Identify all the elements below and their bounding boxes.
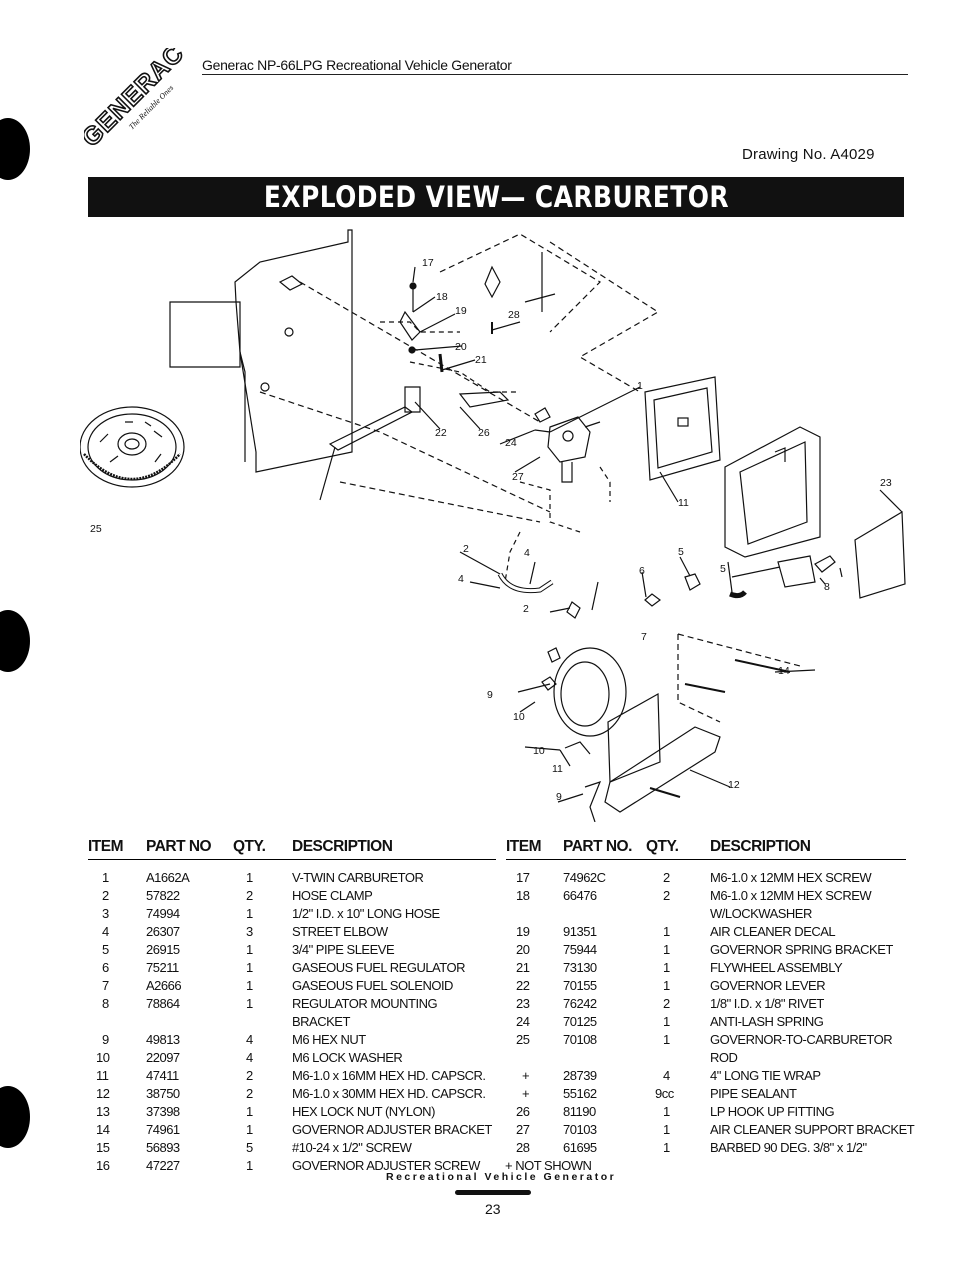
callout-10-upper: 10 — [513, 711, 525, 723]
generac-logo: GENERAC The Reliable Ones — [84, 48, 190, 153]
header-item: ITEM — [88, 838, 124, 855]
binder-hole — [0, 610, 30, 672]
callout-24: 28 — [508, 309, 520, 321]
callout-17: 21 — [475, 354, 487, 366]
callout-19: 23 — [880, 477, 892, 489]
governor-bracket — [328, 406, 414, 451]
engine-housing — [234, 229, 353, 473]
callout-22: 26 — [478, 427, 490, 439]
binder-hole — [0, 118, 30, 180]
section-banner: EXPLODED VIEW— CARBURETOR — [88, 177, 904, 217]
callout-3-lower: 4 — [458, 573, 464, 585]
callout-4-upper: 5 — [678, 546, 684, 558]
footer-bar — [455, 1190, 531, 1195]
header-description-right: DESCRIPTION — [710, 838, 811, 855]
callout-18: 22 — [435, 427, 447, 439]
page-number: 23 — [485, 1201, 501, 1217]
header-rule-left — [88, 859, 496, 860]
callout-4-lower: 5 — [720, 563, 726, 575]
exploded-view-diagram: 17 18 19 20 21 22 26 28 24 27 1 11 23 25… — [80, 229, 906, 822]
callout-3-upper: 4 — [524, 547, 530, 559]
header-qty: QTY. — [233, 838, 266, 855]
header-qty-right: QTY. — [646, 838, 679, 855]
callout-6: 7 — [641, 631, 647, 643]
callout-5: 6 — [639, 565, 645, 577]
callout-23: 27 — [512, 471, 524, 483]
flywheel — [80, 406, 185, 488]
housing-hole — [284, 327, 294, 337]
carburetor — [534, 416, 601, 483]
regulator-bracket — [584, 692, 721, 822]
callout-8: 9 — [556, 791, 562, 803]
title-rule — [202, 74, 908, 75]
header-item-right: ITEM — [506, 838, 542, 855]
banner-title: EXPLODED VIEW— CARBURETOR — [263, 180, 729, 214]
callout-7: 8 — [824, 581, 830, 593]
callout-9-upper: 9 — [487, 689, 493, 701]
callout-13: 17 — [422, 257, 434, 269]
callout-14: 18 — [436, 291, 448, 303]
callout-11-upper: 11 — [678, 497, 689, 509]
callout-9-lower: 10 — [533, 745, 545, 757]
footer-text: Recreational Vehicle Generator — [386, 1171, 617, 1183]
callout-15: 19 — [455, 305, 467, 317]
header-rule-right — [506, 859, 906, 860]
callout-2-upper: 2 — [463, 543, 469, 555]
air-cleaner-element — [724, 426, 821, 558]
air-cleaner-decal — [854, 510, 906, 599]
fuel-solenoid — [777, 555, 816, 588]
callout-16: 20 — [455, 341, 467, 353]
callout-12: 14 — [778, 665, 790, 677]
logo-wordmark: GENERAC — [84, 48, 190, 152]
housing-tab — [169, 301, 241, 368]
binder-hole — [0, 1086, 30, 1148]
callout-1: 1 — [637, 380, 643, 392]
header-part-no: PART NO — [146, 838, 212, 855]
callout-11-lower: 12 — [728, 779, 740, 791]
callout-10-lower: 11 — [552, 763, 563, 775]
callout-21: 25 — [90, 523, 102, 535]
header-description: DESCRIPTION — [292, 838, 393, 855]
document-title: Generac NP-66LPG Recreational Vehicle Ge… — [202, 57, 512, 73]
drawing-number: Drawing No. A4029 — [742, 146, 875, 163]
fuel-regulator — [541, 647, 627, 737]
callout-20: 24 — [505, 437, 517, 449]
callout-2-lower: 2 — [523, 603, 529, 615]
air-cleaner-plate — [644, 376, 721, 481]
header-part-no-right: PART NO. — [563, 838, 632, 855]
